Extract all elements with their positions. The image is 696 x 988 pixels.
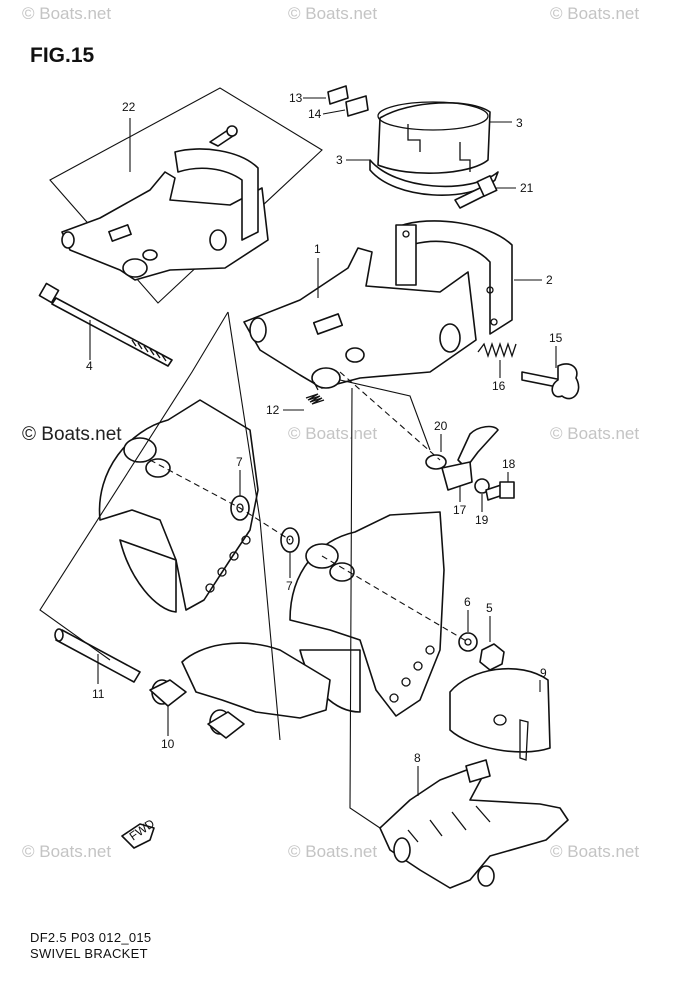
callout-3: 3 — [336, 153, 343, 167]
watermark: © Boats.net — [22, 842, 112, 861]
callout-17: 17 — [453, 503, 467, 517]
callout-1: 1 — [314, 242, 321, 256]
kit-22-bracket-drawing — [61, 125, 269, 281]
swivel-bracket-1-drawing — [243, 247, 477, 389]
watermark: © Boats.net — [550, 424, 640, 443]
clamp-2-drawing — [395, 220, 513, 335]
callout-19: 19 — [475, 513, 489, 527]
callout-8: 8 — [414, 751, 421, 765]
callout-18: 18 — [502, 457, 516, 471]
callout-3: 3 — [516, 116, 523, 130]
figure-name: SWIVEL BRACKET — [30, 946, 148, 961]
watermark: © Boats.net — [550, 842, 640, 861]
spring-12 — [305, 381, 325, 405]
assembly-guide — [39, 311, 229, 661]
callout-20: 20 — [434, 419, 448, 433]
callout-16: 16 — [492, 379, 506, 393]
watermark: © Boats.net — [288, 4, 378, 23]
stern-bracket-left-drawing — [98, 399, 259, 613]
callout-22: 22 — [122, 100, 136, 114]
figure-title: FIG.15 — [30, 44, 95, 67]
watermark: © Boats.net — [288, 424, 378, 443]
nut-5 — [479, 643, 505, 671]
bolt-18-drawing — [485, 481, 515, 501]
tilt-rod-10-drawing — [149, 642, 331, 739]
callout-7: 7 — [286, 579, 293, 593]
bolt-21-drawing — [454, 174, 498, 209]
pad-13 — [327, 85, 349, 105]
callout-14: 14 — [308, 107, 322, 121]
callout-15: 15 — [549, 331, 563, 345]
figure-code: DF2.5 P03 012_015 — [30, 930, 152, 945]
plate-9-drawing — [449, 667, 551, 761]
callout-12: 12 — [266, 403, 280, 417]
kit-22-frame — [49, 87, 323, 304]
bolt-4-drawing — [38, 282, 173, 367]
bushing-3-drawing — [369, 101, 499, 196]
callout-13: 13 — [289, 91, 303, 105]
pad-14 — [345, 95, 369, 117]
callout-6: 6 — [464, 595, 471, 609]
watermark: © Boats.net — [288, 842, 378, 861]
watermark: © Boats.net — [550, 4, 640, 23]
callout-9: 9 — [540, 666, 547, 680]
knob-15-drawing — [521, 363, 580, 400]
watermark: © Boats.net — [22, 424, 122, 445]
watermark: © Boats.net — [22, 4, 112, 23]
fwd-arrow-icon — [121, 823, 155, 849]
clip-20 — [425, 454, 447, 470]
callout-10: 10 — [161, 737, 175, 751]
washer-6 — [458, 632, 478, 652]
callout-5: 5 — [486, 601, 493, 615]
callout-2: 2 — [546, 273, 553, 287]
lever-20-drawing — [441, 425, 499, 491]
callout-4: 4 — [86, 359, 93, 373]
clamp-8-drawing — [379, 759, 569, 889]
callout-11: 11 — [92, 687, 105, 701]
spring-16 — [477, 341, 517, 359]
callout-7: 7 — [236, 455, 243, 469]
callout-21: 21 — [520, 181, 534, 195]
